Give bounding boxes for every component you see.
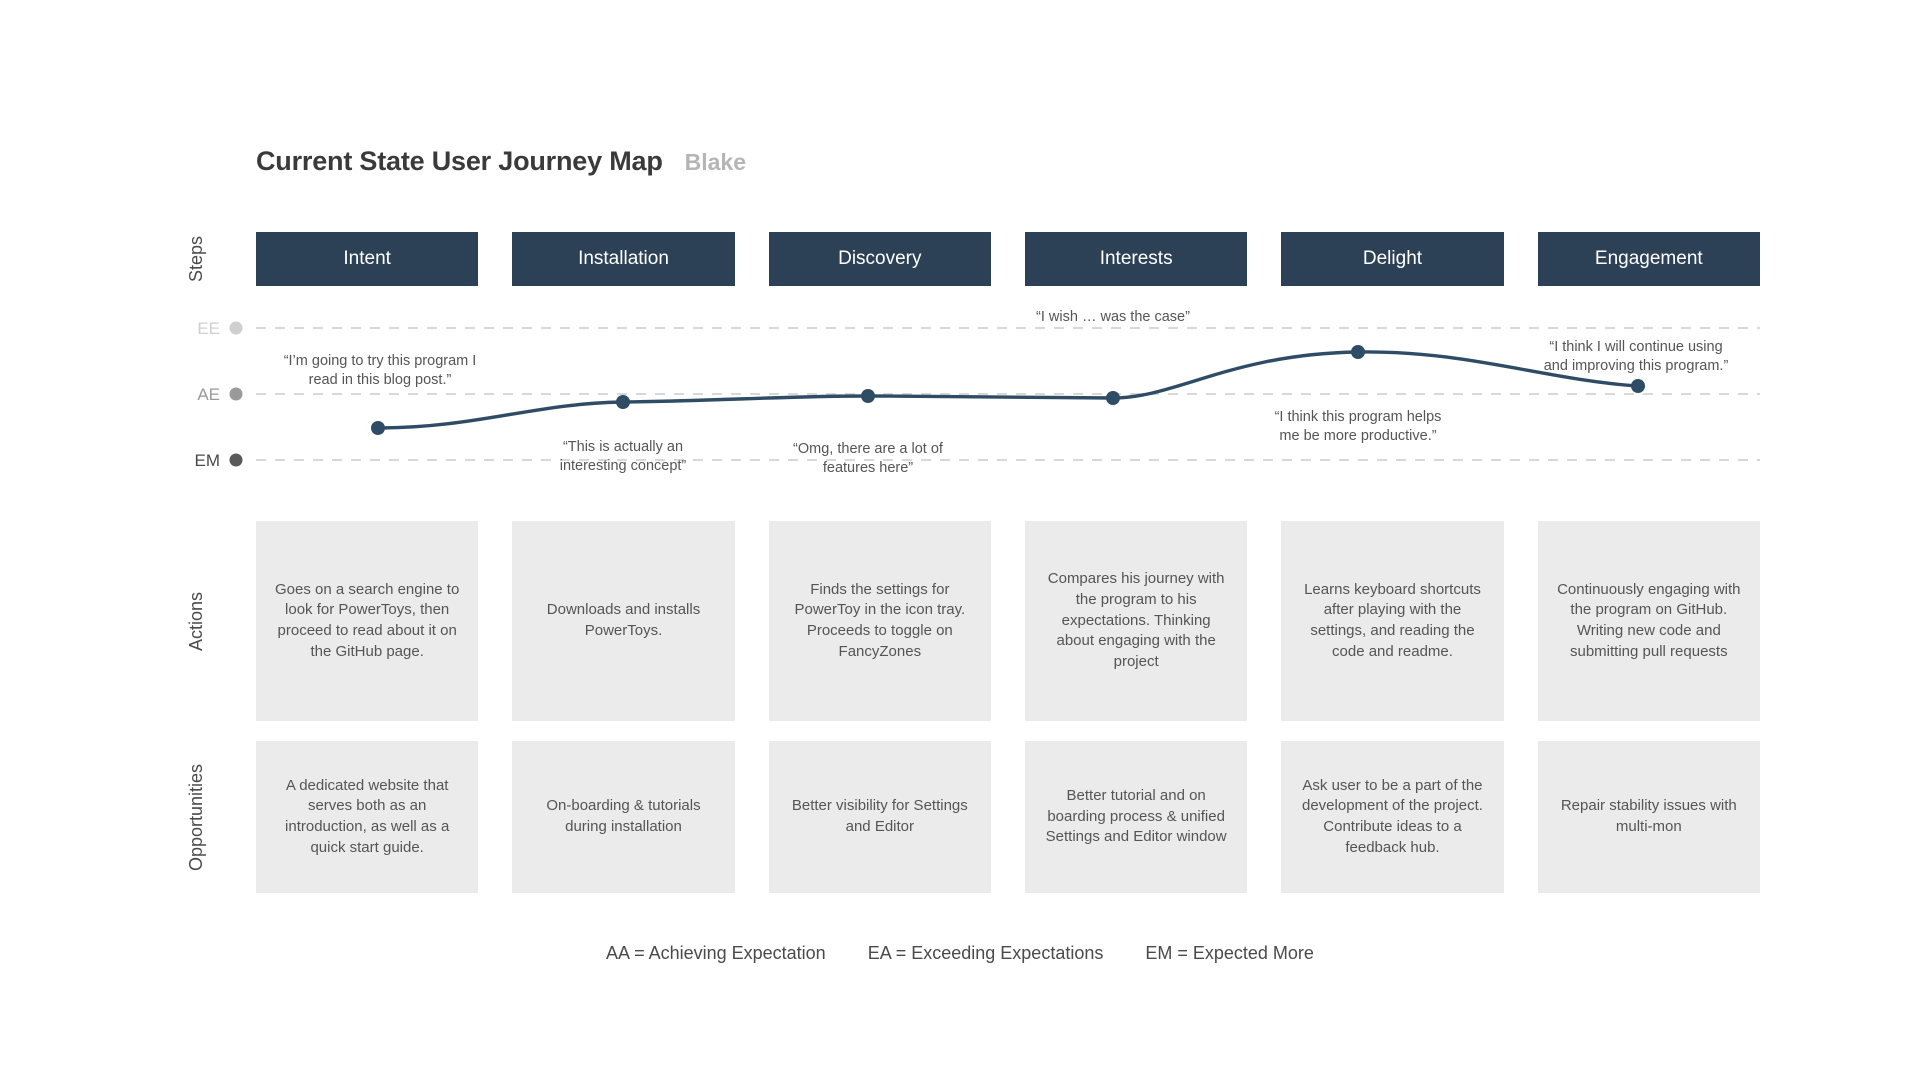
step-column: Delight: [1281, 232, 1504, 286]
actions-column: Finds the settings for PowerToy in the i…: [768, 521, 991, 721]
emotion-axis: EE AE EM: [168, 318, 250, 478]
opportunity-card-discovery: Better visibility for Settings and Edito…: [768, 741, 991, 893]
action-card-discovery: Finds the settings for PowerToy in the i…: [768, 521, 991, 721]
journey-point-discovery: [861, 389, 875, 403]
opportunity-card-intent: A dedicated website that serves both as …: [256, 741, 479, 893]
opportunities-row: A dedicated website that serves both as …: [256, 741, 1760, 893]
page-title: Current State User Journey Map Blake: [256, 146, 746, 177]
quote-installation: “This is actually an interesting concept…: [559, 439, 687, 475]
step-header-installation[interactable]: Installation: [512, 232, 735, 286]
emotion-journey-chart: “I’m going to try this program I read in…: [256, 309, 1760, 478]
actions-column: Learns keyboard shortcuts after playing …: [1281, 521, 1504, 721]
quote-engagement: “I think I will continue using and impro…: [1543, 339, 1729, 375]
persona-name: Blake: [684, 149, 746, 175]
axis-dot-ae: [229, 387, 243, 401]
axis-dot-em: [229, 453, 243, 467]
opportunity-card-installation: On-boarding & tutorials during installat…: [512, 741, 735, 893]
journey-point-delight: [1351, 345, 1365, 359]
journey-point-intent: [371, 421, 385, 435]
action-card-delight: Learns keyboard shortcuts after playing …: [1281, 521, 1504, 721]
action-card-engagement: Continuously engaging with the program o…: [1537, 521, 1760, 721]
quote-delight: “I think this program helps me be more p…: [1274, 409, 1442, 445]
action-card-installation: Downloads and installs PowerToys.: [512, 521, 735, 721]
quote-discovery: “Omg, there are a lot of features here”: [793, 441, 943, 477]
axis-label-em: EM: [195, 451, 221, 470]
step-header-discovery[interactable]: Discovery: [768, 232, 991, 286]
journey-point-installation: [616, 395, 630, 409]
legend-item-ea: EA = Exceeding Expectations: [867, 943, 1104, 963]
quote-interests: “I wish … was the case”: [1036, 309, 1190, 325]
step-header-engagement[interactable]: Engagement: [1537, 232, 1760, 286]
actions-column: Continuously engaging with the program o…: [1537, 521, 1760, 721]
opportunities-column: Ask user to be a part of the development…: [1281, 741, 1504, 893]
opportunities-column: Better tutorial and on boarding process …: [1024, 741, 1248, 893]
opportunity-card-interests: Better tutorial and on boarding process …: [1024, 741, 1248, 893]
journey-line-svg: [256, 327, 1760, 461]
journey-line-path: [376, 350, 1640, 430]
actions-column: Downloads and installs PowerToys.: [512, 521, 735, 721]
action-card-intent: Goes on a search engine to look for Powe…: [256, 521, 479, 721]
step-header-intent[interactable]: Intent: [256, 232, 479, 286]
axis-label-ae: AE: [197, 385, 220, 404]
step-column: Installation: [512, 232, 735, 286]
step-column: Engagement: [1537, 232, 1760, 286]
opportunities-column: Repair stability issues with multi-mon: [1537, 741, 1760, 893]
step-header-interests[interactable]: Interests: [1024, 232, 1248, 286]
opportunities-column: A dedicated website that serves both as …: [256, 741, 479, 893]
steps-header-row: Intent Installation Discovery Interests …: [256, 232, 1760, 286]
opportunities-column: Better visibility for Settings and Edito…: [768, 741, 991, 893]
actions-row: Goes on a search engine to look for Powe…: [256, 521, 1760, 721]
step-column: Interests: [1024, 232, 1248, 286]
row-label-actions: Actions: [186, 591, 206, 651]
step-column: Intent: [256, 232, 479, 286]
step-column: Discovery: [768, 232, 991, 286]
legend: AA = Achieving Expectation EA = Exceedin…: [0, 943, 1920, 964]
journey-point-interests: [1106, 391, 1120, 405]
quote-intent: “I’m going to try this program I read in…: [283, 353, 477, 389]
opportunity-card-delight: Ask user to be a part of the development…: [1281, 741, 1504, 893]
axis-label-ee: EE: [197, 319, 220, 338]
legend-item-aa: AA = Achieving Expectation: [606, 943, 826, 963]
row-label-steps: Steps: [186, 235, 206, 283]
title-text: Current State User Journey Map: [256, 146, 663, 176]
journey-point-engagement: [1631, 379, 1645, 393]
opportunities-column: On-boarding & tutorials during installat…: [512, 741, 735, 893]
row-label-opportunities: Opportunities: [186, 763, 206, 871]
action-card-interests: Compares his journey with the program to…: [1024, 521, 1248, 721]
axis-dot-ee: [229, 321, 243, 335]
actions-column: Goes on a search engine to look for Powe…: [256, 521, 479, 721]
legend-item-em: EM = Expected More: [1145, 943, 1314, 963]
actions-column: Compares his journey with the program to…: [1024, 521, 1248, 721]
opportunity-card-engagement: Repair stability issues with multi-mon: [1537, 741, 1760, 893]
emotion-axis-svg: EE AE EM: [195, 319, 243, 470]
step-header-delight[interactable]: Delight: [1281, 232, 1504, 286]
